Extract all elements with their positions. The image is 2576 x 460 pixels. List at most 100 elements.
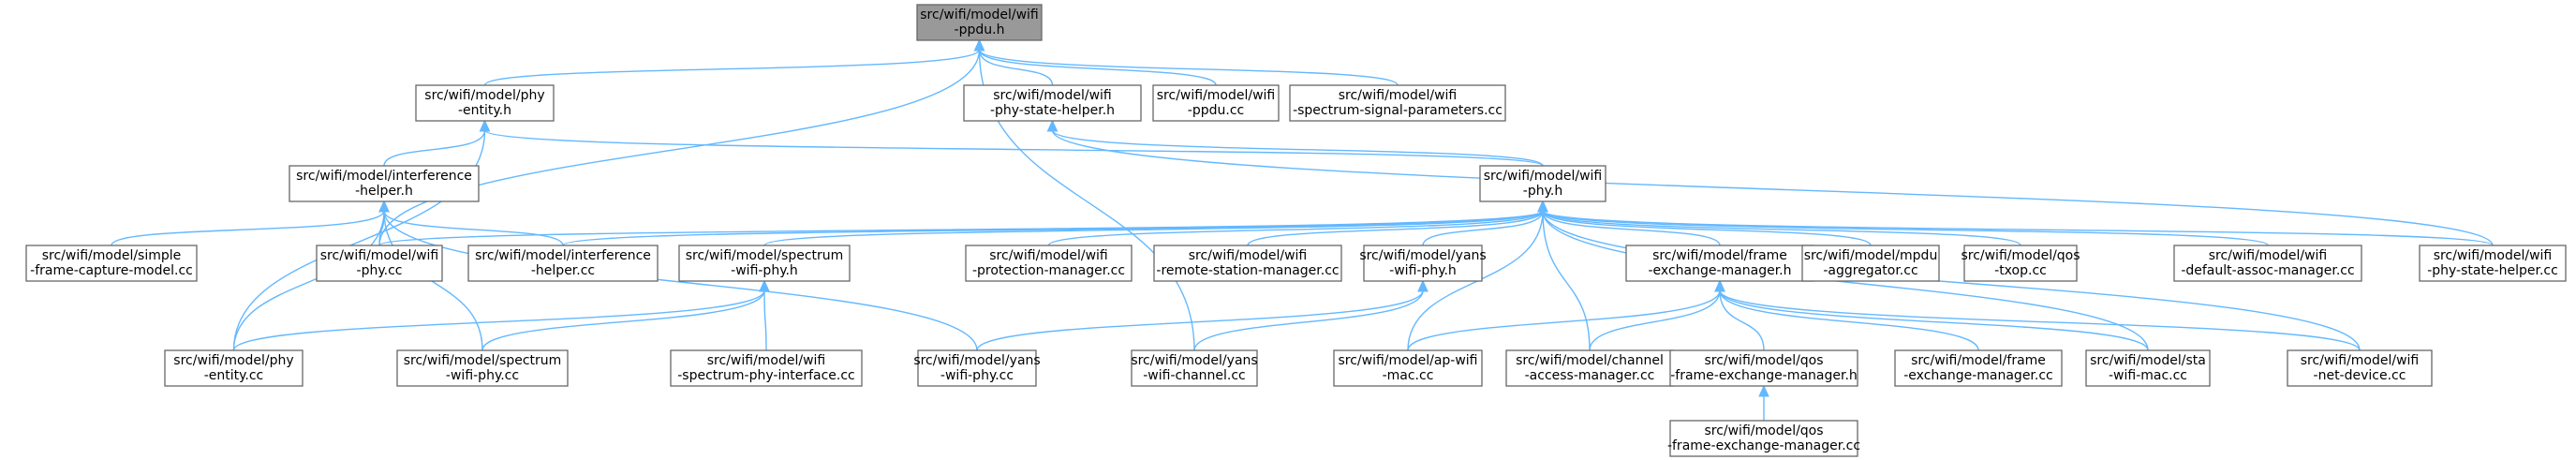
node-label-line1: src/wifi/model/qos bbox=[1704, 423, 1823, 438]
node-box[interactable] bbox=[1669, 420, 1858, 457]
node-label-line2: -wifi-mac.cc bbox=[2109, 368, 2187, 383]
edge-arrowhead bbox=[1417, 279, 1429, 292]
node-label-line1: src/wifi/model/channel bbox=[1516, 353, 1664, 368]
node-box[interactable] bbox=[678, 245, 851, 282]
file-node-spectrum-iface-cc[interactable]: src/wifi/model/wifi-spectrum-phy-interfa… bbox=[670, 349, 863, 387]
node-box[interactable] bbox=[670, 349, 863, 387]
node-box[interactable] bbox=[1894, 349, 2063, 387]
node-label-line2: -wifi-channel.cc bbox=[1143, 368, 1246, 383]
file-node-qos-fem-h[interactable]: src/wifi/model/qos-frame-exchange-manage… bbox=[1669, 349, 1858, 387]
dependency-edge bbox=[1422, 210, 1544, 246]
file-node-state-helper-h[interactable]: src/wifi/model/wifi-phy-state-helper.h bbox=[963, 84, 1142, 122]
file-node-protection-cc[interactable]: src/wifi/model/wifi-protection-manager.c… bbox=[965, 245, 1133, 282]
node-box[interactable] bbox=[1625, 245, 1814, 282]
node-box[interactable] bbox=[2085, 349, 2211, 387]
node-box[interactable] bbox=[1131, 349, 1258, 387]
file-node-state-helper-cc[interactable]: src/wifi/model/wifi-phy-state-helper.cc bbox=[2419, 245, 2567, 282]
file-node-default-assoc-cc[interactable]: src/wifi/model/wifi-default-assoc-manage… bbox=[2173, 245, 2362, 282]
edge-arrowhead bbox=[759, 279, 770, 292]
file-node-ppdu-cc[interactable]: src/wifi/model/wifi-ppdu.cc bbox=[1152, 84, 1280, 122]
node-label-line2: -spectrum-phy-interface.cc bbox=[677, 368, 855, 383]
node-box[interactable] bbox=[965, 245, 1133, 282]
file-node-fem-cc[interactable]: src/wifi/model/frame-exchange-manager.cc bbox=[1894, 349, 2063, 387]
file-node-spectrum-phy-h[interactable]: src/wifi/model/spectrum-wifi-phy.h bbox=[678, 245, 851, 282]
dependency-edge bbox=[1047, 210, 1544, 246]
node-label-line1: src/wifi/model/qos bbox=[1961, 248, 2080, 263]
node-label-line1: src/wifi/model/wifi bbox=[320, 248, 439, 263]
file-node-wifi-phy-cc[interactable]: src/wifi/model/wifi-phy.cc bbox=[316, 245, 443, 282]
node-box[interactable] bbox=[916, 4, 1043, 41]
node-box[interactable] bbox=[963, 84, 1142, 122]
node-box[interactable] bbox=[1479, 165, 1606, 202]
node-label-line1: src/wifi/model/yans bbox=[1359, 248, 1486, 263]
node-label-line2: -wifi-phy.h bbox=[731, 263, 798, 278]
node-label-line2: -spectrum-signal-parameters.cc bbox=[1293, 103, 1503, 118]
file-node-wifi-phy-h[interactable]: src/wifi/model/wifi-phy.h bbox=[1479, 165, 1606, 202]
node-box[interactable] bbox=[316, 245, 443, 282]
file-node-channel-access-cc[interactable]: src/wifi/model/channel-access-manager.cc bbox=[1505, 349, 1674, 387]
node-label-line2: -frame-exchange-manager.cc bbox=[1667, 438, 1860, 453]
node-box[interactable] bbox=[1289, 84, 1506, 122]
node-box[interactable] bbox=[1801, 245, 1940, 282]
file-node-mpdu-agg-cc[interactable]: src/wifi/model/mpdu-aggregator.cc bbox=[1801, 245, 1940, 282]
node-box[interactable] bbox=[415, 84, 555, 122]
node-box[interactable] bbox=[2287, 349, 2433, 387]
dependency-edge bbox=[1719, 289, 2149, 351]
file-node-ap-mac-cc[interactable]: src/wifi/model/ap-wifi-mac.cc bbox=[1333, 349, 1483, 387]
node-label-line1: src/wifi/model/spectrum bbox=[686, 248, 844, 263]
node-box[interactable] bbox=[1963, 245, 2078, 282]
node-box[interactable] bbox=[467, 245, 659, 282]
node-label-line2: -mac.cc bbox=[1383, 368, 1434, 383]
dependency-edge bbox=[562, 210, 1544, 246]
node-label-line1: src/wifi/model/phy bbox=[173, 353, 293, 368]
dependency-edge bbox=[1051, 129, 1544, 167]
node-box[interactable] bbox=[917, 349, 1037, 387]
node-label-line2: -entity.cc bbox=[204, 368, 264, 383]
node-box[interactable] bbox=[25, 245, 198, 282]
file-node-ppdu-h[interactable]: src/wifi/model/wifi-ppdu.h bbox=[916, 4, 1043, 41]
dependency-edge bbox=[378, 49, 981, 246]
node-label-line2: -exchange-manager.h bbox=[1649, 263, 1792, 278]
file-node-simple-capture-cc[interactable]: src/wifi/model/simple-frame-capture-mode… bbox=[25, 245, 198, 282]
dependency-edge bbox=[1542, 210, 1721, 246]
dependency-edge bbox=[763, 289, 767, 351]
node-label-line2: -phy.cc bbox=[357, 263, 403, 278]
file-node-yans-phy-h[interactable]: src/wifi/model/yans-wifi-phy.h bbox=[1359, 245, 1487, 282]
node-box[interactable] bbox=[2419, 245, 2567, 282]
node-box[interactable] bbox=[1333, 349, 1483, 387]
node-box[interactable] bbox=[1152, 84, 1280, 122]
node-box[interactable] bbox=[164, 349, 303, 387]
file-node-interference-cc[interactable]: src/wifi/model/interference-helper.cc bbox=[467, 245, 659, 282]
file-node-qos-txop-cc[interactable]: src/wifi/model/qos-txop.cc bbox=[1961, 245, 2080, 282]
node-box[interactable] bbox=[289, 165, 480, 202]
dependency-edge bbox=[1542, 210, 1872, 246]
file-node-interference-h[interactable]: src/wifi/model/interference-helper.h bbox=[289, 165, 480, 202]
dependency-edge bbox=[1051, 129, 2494, 246]
file-node-phy-entity-h[interactable]: src/wifi/model/phy-entity.h bbox=[415, 84, 555, 122]
dependency-edge bbox=[976, 289, 1424, 351]
dependency-edge bbox=[383, 129, 486, 167]
file-node-net-device-cc[interactable]: src/wifi/model/wifi-net-device.cc bbox=[2287, 349, 2433, 387]
file-node-spectrum-params-cc[interactable]: src/wifi/model/wifi-spectrum-signal-para… bbox=[1289, 84, 1506, 122]
dependency-edge bbox=[1589, 289, 1721, 351]
dependency-edge bbox=[1542, 210, 2021, 246]
node-box[interactable] bbox=[396, 349, 569, 387]
file-node-phy-entity-cc[interactable]: src/wifi/model/phy-entity.cc bbox=[164, 349, 303, 387]
node-box[interactable] bbox=[2173, 245, 2362, 282]
dependency-edge bbox=[978, 49, 1399, 86]
node-box[interactable] bbox=[1363, 245, 1483, 282]
file-node-yans-channel-cc[interactable]: src/wifi/model/yans-wifi-channel.cc bbox=[1131, 349, 1258, 387]
node-label-line1: src/wifi/model/frame bbox=[1652, 248, 1787, 263]
file-node-fem-h[interactable]: src/wifi/model/frame-exchange-manager.h bbox=[1625, 245, 1814, 282]
node-box[interactable] bbox=[1153, 245, 1342, 282]
file-node-sta-mac-cc[interactable]: src/wifi/model/sta-wifi-mac.cc bbox=[2085, 349, 2211, 387]
file-node-qos-fem-cc[interactable]: src/wifi/model/qos-frame-exchange-manage… bbox=[1667, 420, 1860, 457]
node-label-line1: src/wifi/model/frame bbox=[1911, 353, 2046, 368]
file-node-yans-phy-cc[interactable]: src/wifi/model/yans-wifi-phy.cc bbox=[913, 349, 1041, 387]
node-label-line2: -helper.cc bbox=[531, 263, 595, 278]
node-label-line1: src/wifi/model/wifi bbox=[1189, 248, 1308, 263]
file-node-spectrum-phy-cc[interactable]: src/wifi/model/spectrum-wifi-phy.cc bbox=[396, 349, 569, 387]
node-label-line1: src/wifi/model/simple bbox=[42, 248, 182, 263]
node-box[interactable] bbox=[1669, 349, 1858, 387]
file-node-remote-station-cc[interactable]: src/wifi/model/wifi-remote-station-manag… bbox=[1153, 245, 1342, 282]
